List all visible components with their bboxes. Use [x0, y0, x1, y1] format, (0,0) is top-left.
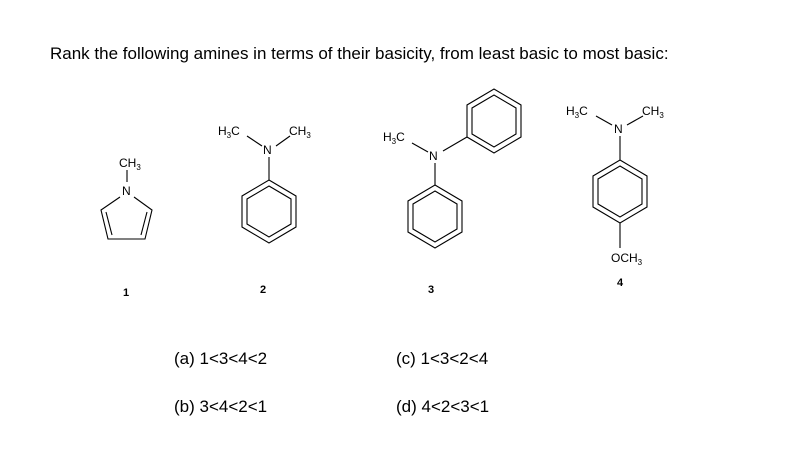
compound-4-right-methyl-label: CH3: [642, 104, 664, 120]
compound-2-right-bond: [275, 135, 291, 147]
choice-a[interactable]: (a) 1<3<4<2: [174, 349, 268, 368]
compound-1-nitrogen-label: N: [122, 184, 131, 198]
compound-4-left-methyl-label: H3C: [566, 104, 588, 120]
compound-4-structure: H3C N CH3 OCH3 4: [566, 104, 664, 289]
compound-2-number: 2: [260, 284, 266, 296]
compound-1-number: 1: [123, 287, 129, 299]
compound-4-benzene-inner: [597, 165, 643, 218]
choice-b[interactable]: (b) 3<4<2<1: [174, 397, 268, 416]
compound-3-structure: H3C N 3: [383, 88, 522, 296]
compound-3-upper-benzene-ring: [466, 88, 522, 154]
compound-3-upper-benzene-inner: [471, 94, 517, 148]
compound-2-structure: H3C N CH3 2: [218, 124, 311, 296]
compound-3-number: 3: [428, 284, 434, 296]
compound-3-n-upper-ring-bond: [442, 136, 468, 152]
compound-2-benzene-inner: [246, 185, 292, 238]
compound-2-benzene-ring: [241, 179, 297, 244]
compound-3-methyl-bond: [411, 142, 429, 153]
compound-4-nitrogen-label: N: [614, 122, 623, 136]
compound-4-benzene-ring: [592, 159, 648, 224]
compound-1-structure: CH3 N 1: [100, 156, 153, 299]
choice-d[interactable]: (d) 4<2<3<1: [396, 397, 490, 416]
compound-2-left-bond: [246, 135, 263, 147]
compound-1-methyl-label: CH3: [119, 156, 141, 172]
question-text: Rank the following amines in terms of th…: [50, 44, 669, 63]
compound-2-left-methyl-label: H3C: [218, 124, 240, 140]
compound-4-left-bond: [595, 115, 613, 126]
compound-2-right-methyl-label: CH3: [289, 124, 311, 140]
compound-1-double-bond-left: [105, 211, 113, 236]
compound-1-pyrrole-ring: [100, 196, 153, 240]
compound-2-nitrogen-label: N: [263, 143, 272, 157]
choice-c[interactable]: (c) 1<3<2<4: [396, 349, 489, 368]
compound-3-nitrogen-label: N: [429, 149, 438, 163]
compound-1-double-bond-right: [140, 211, 148, 236]
compound-3-lower-benzene-ring: [407, 184, 463, 249]
compound-3-methyl-label: H3C: [383, 130, 405, 146]
compound-4-methoxy-label: OCH3: [611, 251, 643, 267]
compound-4-right-bond: [626, 115, 644, 126]
compound-4-number: 4: [617, 277, 624, 289]
compound-3-lower-benzene-inner: [412, 190, 458, 243]
